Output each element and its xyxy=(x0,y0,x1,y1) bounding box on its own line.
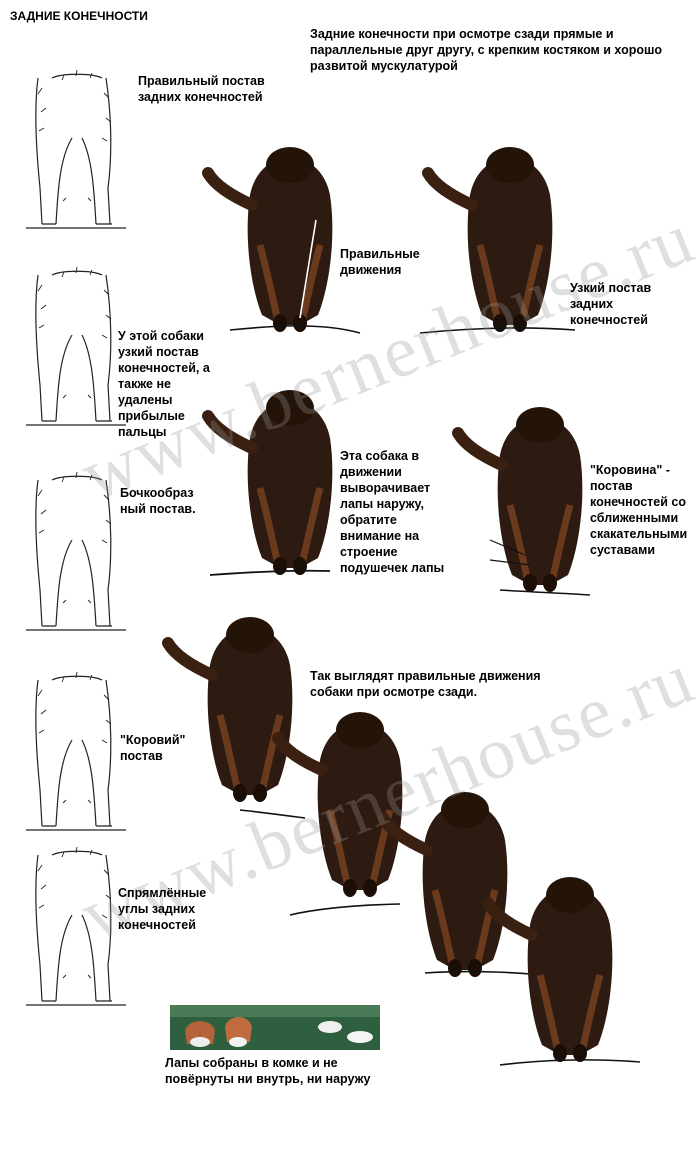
sketch-narrow-stance xyxy=(25,266,127,426)
intro-text: Задние конечности при осмотре сзади прям… xyxy=(310,27,663,73)
label-cow-hocks: "Коровина" - постав конечностей со сближ… xyxy=(590,463,688,557)
photo-narrow-stance xyxy=(428,147,552,332)
sketch-barrel-stance xyxy=(25,471,127,631)
label-barrel-stance: Бочкообраз ный постав. xyxy=(120,486,196,516)
photo-correct-movement xyxy=(208,147,332,332)
label-correct-movement: Правильные движения xyxy=(340,247,420,277)
label-paws-tight: Лапы собраны в комке и не повёрнуты ни в… xyxy=(165,1056,371,1086)
label-narrow-dewclaws: У этой собаки узкий постав конечностей, … xyxy=(118,329,210,439)
label-movement-sequence: Так выглядят правильные движения собаки … xyxy=(310,669,541,699)
photo-paws-outward xyxy=(208,390,332,575)
photo-sequence-3 xyxy=(383,792,507,977)
label-narrow-stance: Узкий постав задних конечностей xyxy=(570,281,652,327)
photo-paws-tight xyxy=(170,1005,380,1050)
page-heading: ЗАДНИЕ КОНЕЧНОСТИ xyxy=(10,9,148,23)
label-straight-angles: Спрямлённые углы задних конечностей xyxy=(118,886,207,932)
sketch-straight-angles xyxy=(25,846,127,1006)
label-paws-outward: Эта собака в движении выворачивает лапы … xyxy=(340,449,445,575)
sketch-correct-stance xyxy=(25,69,127,229)
label-correct-stance: Правильный постав задних конечностей xyxy=(138,74,265,104)
photo-sequence-2 xyxy=(278,712,402,897)
photo-sequence-1 xyxy=(168,617,292,802)
label-cow-stance: "Коровий" постав xyxy=(120,733,186,763)
photo-sequence-4 xyxy=(488,877,612,1062)
sketch-cow-stance xyxy=(25,671,127,831)
